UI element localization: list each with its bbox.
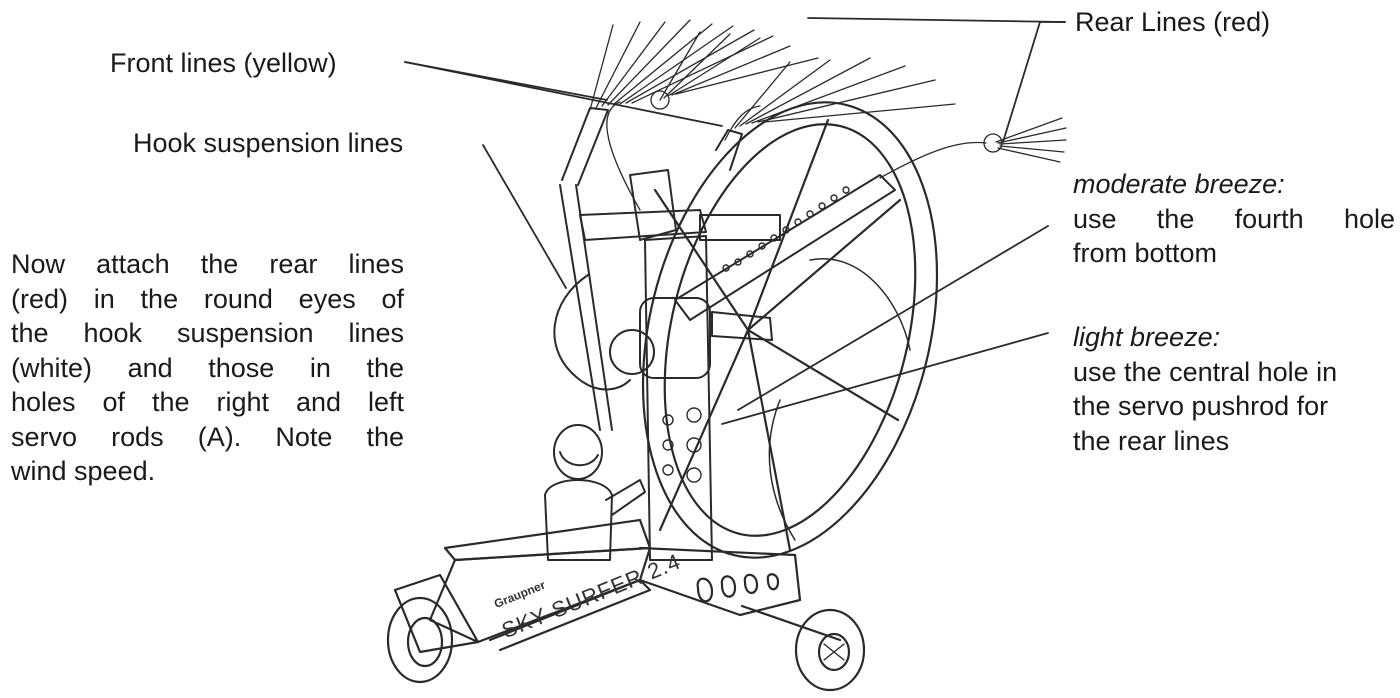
hook-suspension-lines-label: Hook suspension lines xyxy=(133,128,404,158)
leader-lines xyxy=(404,17,1066,425)
light-breeze-title: light breeze: xyxy=(1073,322,1221,352)
moderate-breeze-line: from bottom xyxy=(1073,238,1218,268)
instruction-line: Now attach the rear lines xyxy=(11,249,404,279)
line-fans xyxy=(589,19,1067,211)
instruction-line: (white) and those in the xyxy=(11,352,404,383)
kart-body xyxy=(393,518,842,654)
front-lines-label: Front lines (yellow) xyxy=(110,48,337,78)
moderate-breeze-line: use the fourth hole xyxy=(1073,203,1395,234)
propeller-cage xyxy=(641,101,939,559)
instruction-line: the hook suspension lines xyxy=(11,318,404,348)
rear-lines-label: Rear Lines (red) xyxy=(1075,7,1271,37)
instruction-line: servo rods (A). Note the xyxy=(11,421,404,452)
instruction-line: wind speed. xyxy=(11,456,156,486)
light-breeze-line: the servo pushrod for xyxy=(1073,391,1329,421)
light-breeze-line: the rear lines xyxy=(1073,425,1230,456)
hook-lines-leader xyxy=(482,144,567,289)
light-breeze-line: use the central hole in xyxy=(1073,356,1338,387)
instruction-line: (red) in the round eyes of xyxy=(11,283,404,314)
moderate-breeze-note: moderate breeze: use the fourth hole fro… xyxy=(1073,167,1395,271)
front-lines-leader-2 xyxy=(404,61,723,127)
wheels xyxy=(386,596,866,692)
instruction-line: holes of the right and left xyxy=(11,387,404,417)
moderate-breeze-leader xyxy=(737,225,1049,411)
pilot-helmet xyxy=(553,424,603,480)
hook-suspension-lines xyxy=(553,107,743,431)
motor-hub xyxy=(609,329,655,375)
rear-lines-leader-2 xyxy=(1002,21,1066,143)
instruction-paragraph: Now attach the rear lines (red) in the r… xyxy=(11,247,404,489)
moderate-breeze-title: moderate breeze: xyxy=(1073,169,1285,199)
motor xyxy=(639,297,711,379)
rear-lines-leader-1 xyxy=(807,17,1066,23)
light-breeze-note: light breeze: use the central hole in th… xyxy=(1073,320,1395,458)
wheel-left xyxy=(386,596,454,684)
pilot xyxy=(544,424,646,561)
wheel-right xyxy=(794,608,866,692)
frame xyxy=(579,169,896,561)
front-ring-left xyxy=(650,90,670,110)
light-breeze-leader xyxy=(721,332,1049,425)
